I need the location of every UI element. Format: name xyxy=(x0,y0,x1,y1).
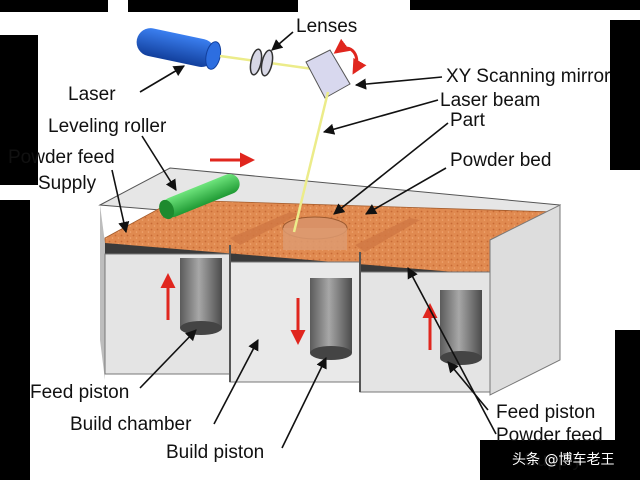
laser-beam xyxy=(292,91,330,233)
feed-piston-right xyxy=(440,290,482,365)
laser xyxy=(136,28,222,70)
leader-lines xyxy=(111,31,497,449)
label-build-chamber: Build chamber xyxy=(70,414,192,435)
label-supply-bottom: Supply xyxy=(524,450,583,471)
leveling-roller xyxy=(159,174,240,220)
feed-piston-left xyxy=(180,258,222,335)
xy-mirror xyxy=(305,49,351,99)
label-feed-piston-right: Feed piston xyxy=(496,402,595,423)
watermark: 头条 @博车老王 xyxy=(512,451,614,468)
mirror-rotation-arrow xyxy=(333,38,367,75)
label-xy-mirror: XY Scanning mirror xyxy=(446,66,611,87)
label-powder-bed: Powder bed xyxy=(450,150,551,171)
label-laser: Laser xyxy=(68,84,116,105)
label-powder-feed-bottom: Powder feed xyxy=(496,425,603,446)
labels: Lenses XY Scanning mirror Laser Laser be… xyxy=(8,16,611,471)
label-supply-top: Supply xyxy=(38,173,97,194)
build-piston xyxy=(310,278,352,360)
label-leveling-roller: Leveling roller xyxy=(48,116,167,137)
label-build-piston: Build piston xyxy=(166,442,264,463)
label-feed-piston-left: Feed piston xyxy=(30,382,129,403)
label-laser-beam: Laser beam xyxy=(440,90,540,111)
label-powder-feed-top: Powder feed xyxy=(8,147,115,168)
machine xyxy=(98,152,562,396)
lenses-icon xyxy=(249,48,274,77)
label-lenses: Lenses xyxy=(296,16,357,37)
label-part: Part xyxy=(450,110,486,131)
